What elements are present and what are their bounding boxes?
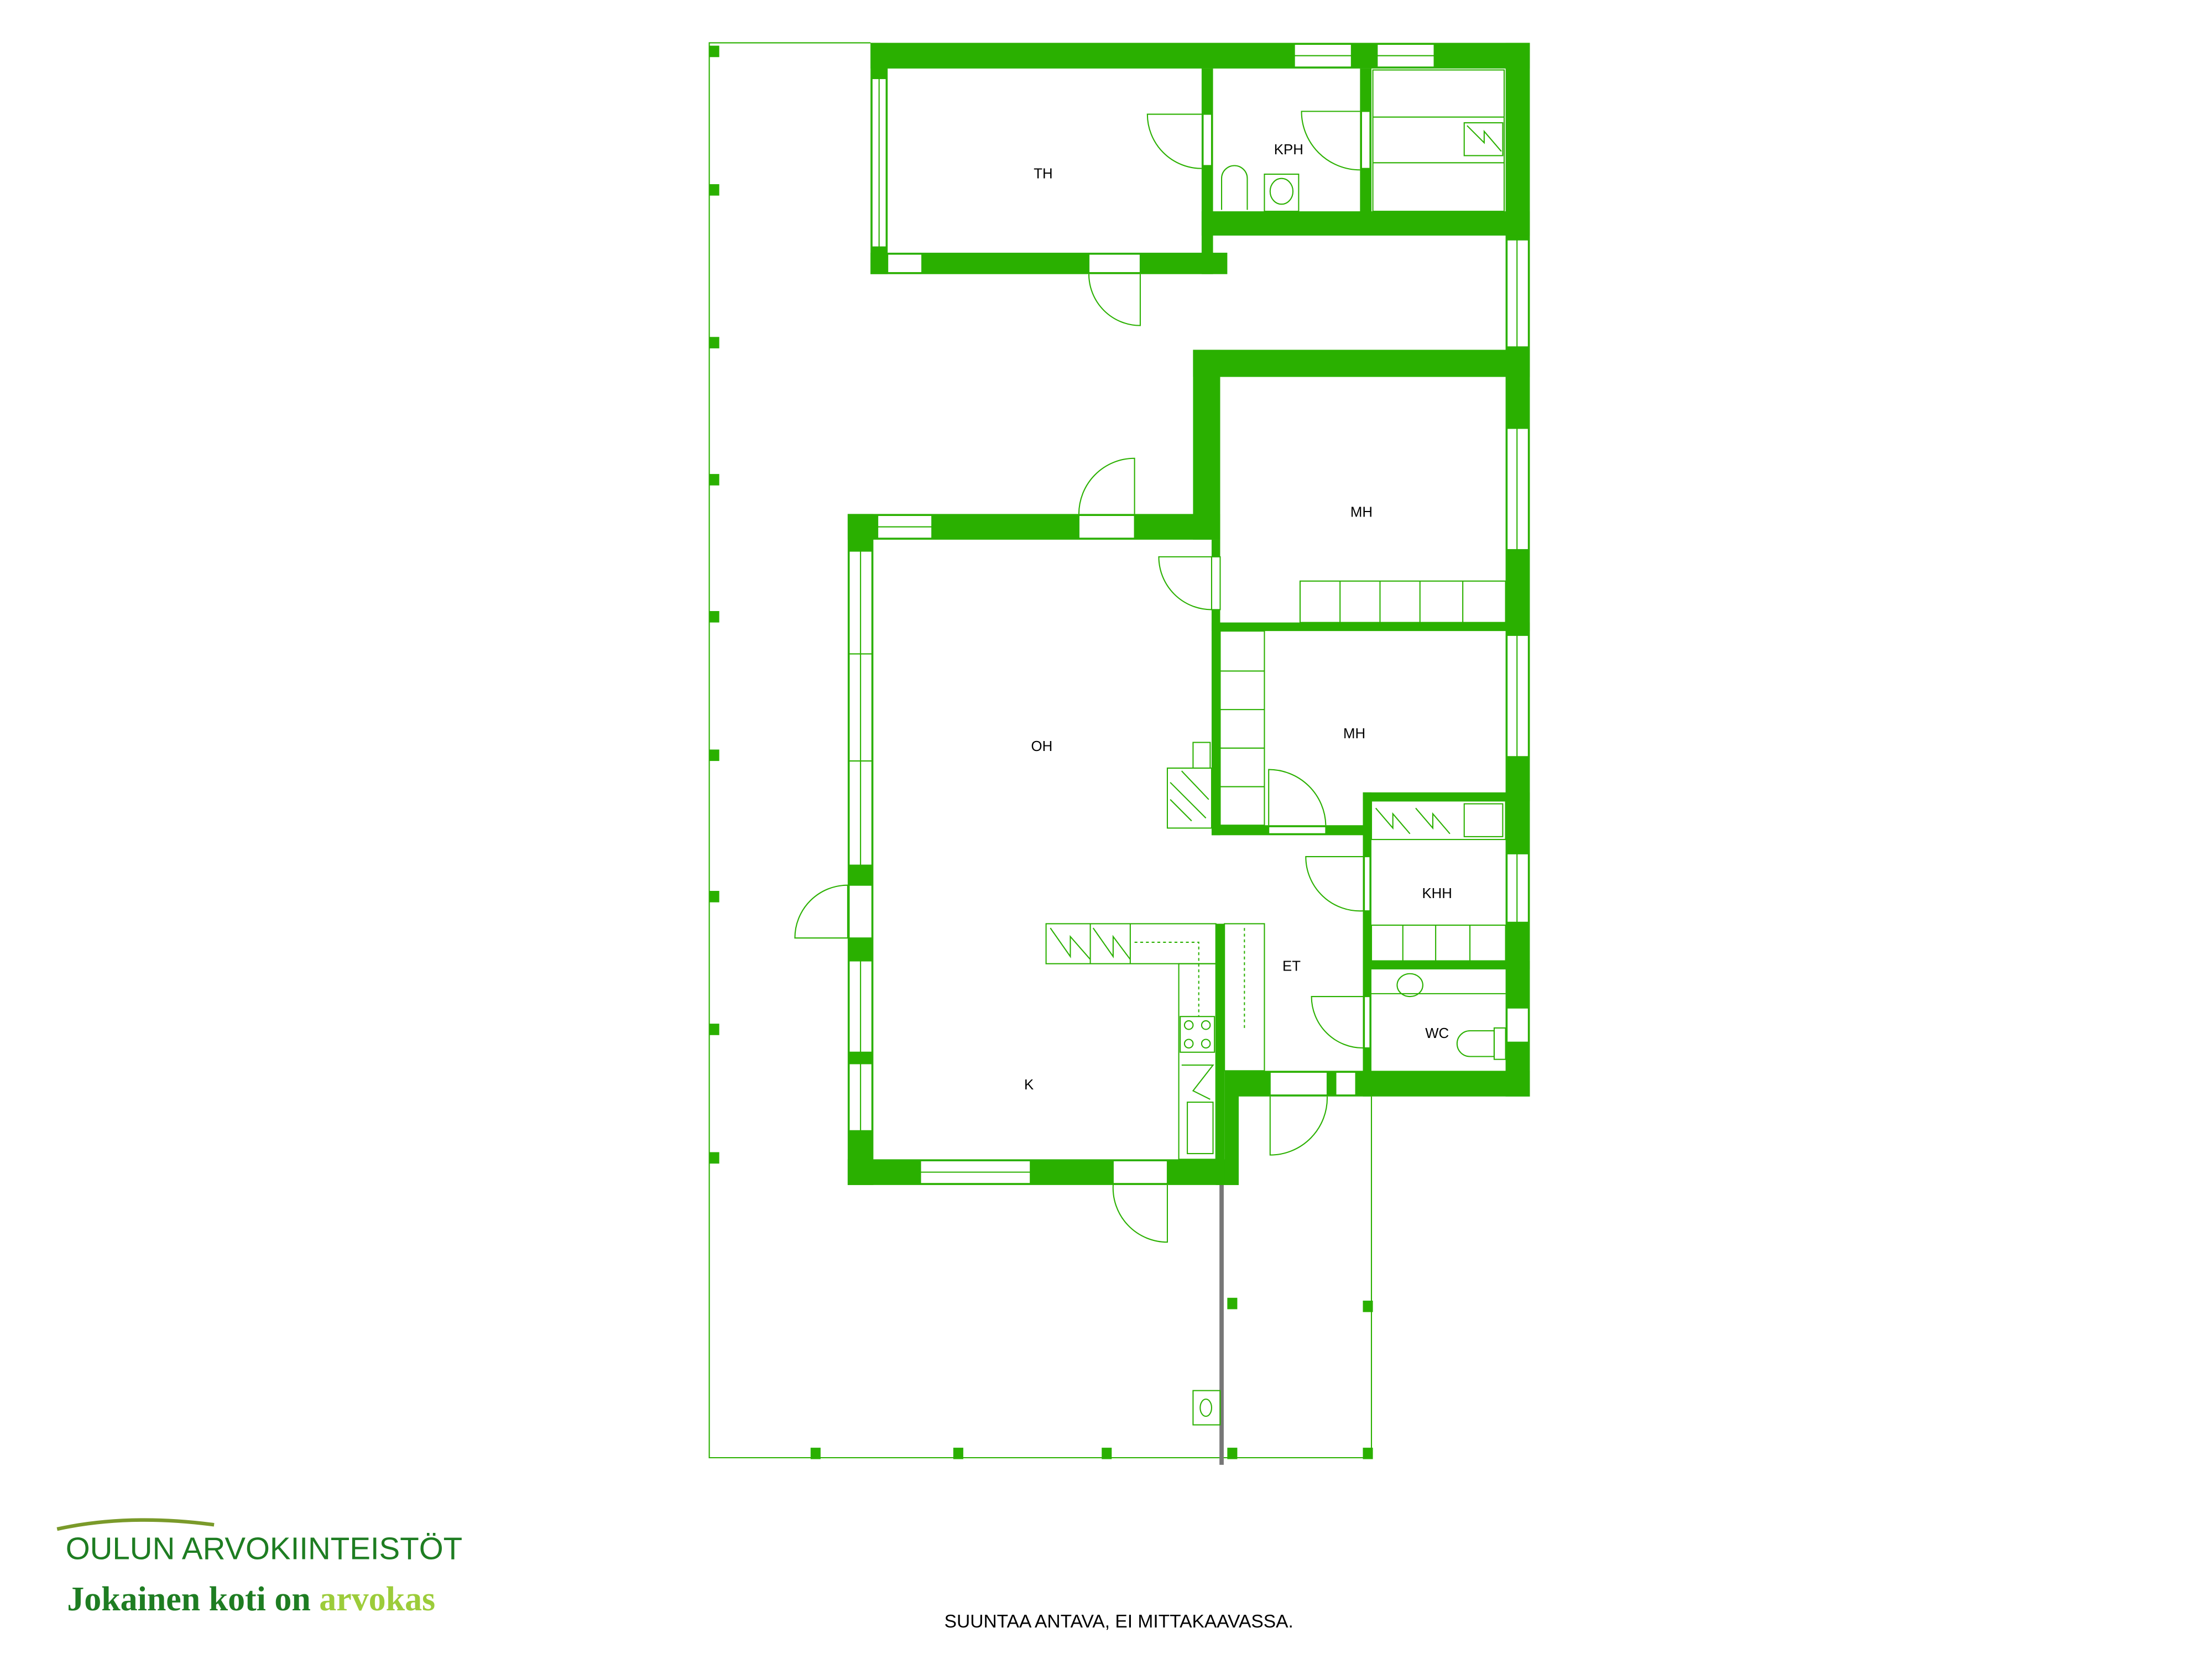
scale-disclaimer: SUUNTAA ANTAVA, EI MITTAKAAVASSA. — [945, 1611, 1293, 1632]
terrace-outline — [708, 42, 1373, 1465]
room-label-mh-2: MH — [1343, 726, 1365, 742]
room-label-wc: WC — [1425, 1026, 1449, 1041]
logo-slogan-part2: arvokas — [319, 1580, 435, 1618]
room-label-th: TH — [1034, 166, 1052, 182]
room-label-khh: KHH — [1422, 886, 1452, 901]
room-label-et: ET — [1282, 959, 1301, 974]
fixtures — [1045, 69, 1506, 1160]
windows — [848, 44, 1529, 1185]
doors — [794, 111, 1363, 1243]
logo-slogan-part1: Jokainen koti on — [67, 1580, 310, 1618]
walls — [847, 43, 1530, 1185]
logo-company-name: OULUN ARVOKIINTEISTÖT — [66, 1531, 462, 1566]
room-label-oh: OH — [1031, 739, 1053, 754]
logo-slogan: Jokainen koti on arvokas — [67, 1580, 435, 1618]
room-label-kph: KPH — [1274, 142, 1303, 158]
terrace-posts — [709, 45, 1373, 1459]
room-label-k: K — [1024, 1077, 1034, 1093]
room-label-mh-1: MH — [1350, 505, 1373, 520]
company-logo: OULUN ARVOKIINTEISTÖT Jokainen koti on a… — [56, 1518, 462, 1618]
